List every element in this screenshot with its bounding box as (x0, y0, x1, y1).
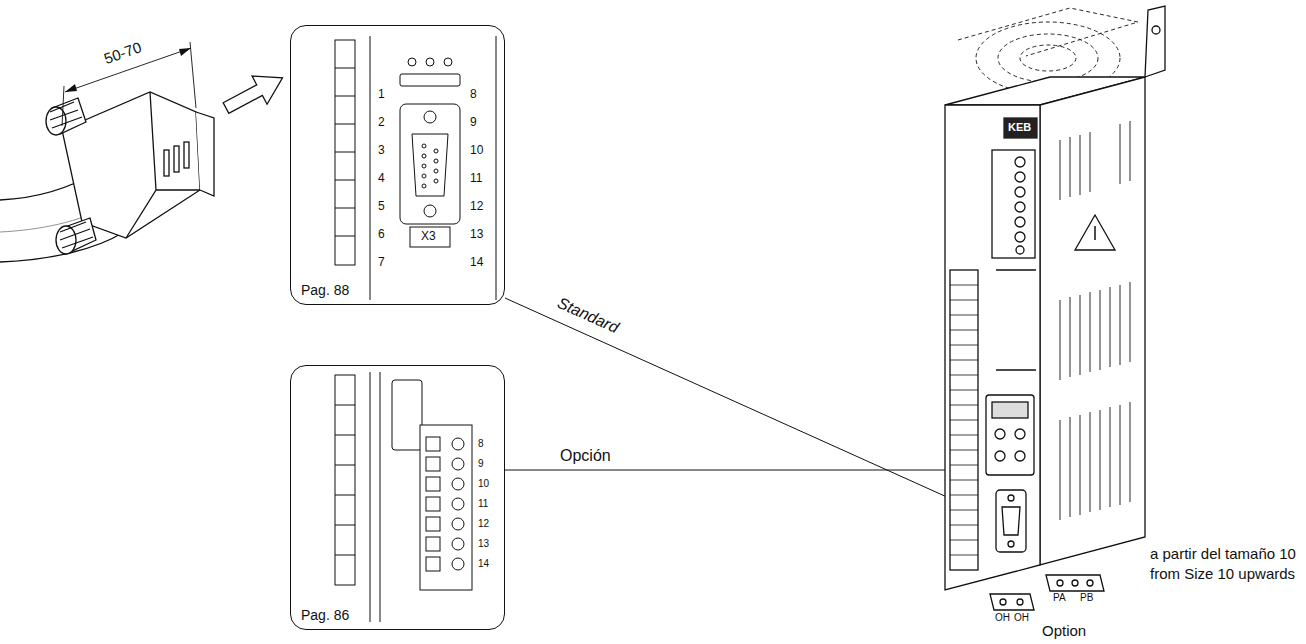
pin-number: 4 (378, 172, 385, 185)
pin-number: 11 (478, 498, 488, 509)
pin-number: 1 (378, 88, 385, 101)
note: a partir del tamaño 10 (1150, 546, 1296, 563)
pin-number: 9 (470, 116, 477, 129)
pin-number: 5 (378, 200, 385, 213)
page-reference: Pag. 88 (301, 282, 349, 298)
pin-number: 12 (470, 200, 483, 213)
connector-name: X3 (421, 230, 436, 243)
leader-line (505, 470, 983, 471)
pin-number: 10 (478, 478, 489, 489)
terminal-name: PA (1053, 592, 1066, 603)
pin-number: 10 (470, 144, 483, 157)
page-reference: Pag. 86 (301, 607, 349, 623)
hollow-arrow (218, 64, 290, 122)
pin-number: 6 (378, 228, 385, 241)
plug-rib (184, 142, 189, 168)
inverter-housing (945, 6, 1165, 590)
pin-number: 8 (478, 438, 484, 449)
leader-line (505, 298, 998, 520)
dimension-label: 50-70 (102, 39, 144, 67)
option-label: Option (1042, 623, 1086, 640)
pin-number: 9 (478, 458, 484, 469)
terminal-name: OH (1014, 612, 1029, 623)
brand-logo: KEB (1008, 121, 1031, 133)
note: from Size 10 upwards (1150, 566, 1295, 583)
pin-number: 3 (378, 144, 385, 157)
pin-number: 12 (478, 518, 489, 529)
variant-label: Opción (560, 447, 611, 465)
pin-number: 8 (470, 88, 477, 101)
pin-number: 7 (378, 256, 385, 269)
plug-face (196, 112, 214, 196)
terminal-name: OH (995, 612, 1010, 623)
pin-number: 13 (470, 228, 483, 241)
plug-rib (164, 150, 169, 176)
variant-label: Standard (555, 294, 621, 337)
thumbscrew (46, 98, 86, 135)
pin-number: 14 (478, 558, 489, 569)
option-plug (990, 575, 1104, 610)
pin-number: 13 (478, 538, 489, 549)
terminal-detail (335, 372, 472, 622)
plug-edge (126, 92, 200, 238)
x3-panel-detail (335, 36, 496, 300)
terminal-name: PB (1080, 592, 1093, 603)
pin-number: 2 (378, 116, 385, 129)
pin-number: 11 (470, 172, 482, 185)
thumbscrew (56, 218, 96, 254)
pin-number: 14 (470, 256, 483, 269)
plug-rib (174, 146, 179, 172)
callout-box: Pag. 86 (290, 365, 505, 630)
